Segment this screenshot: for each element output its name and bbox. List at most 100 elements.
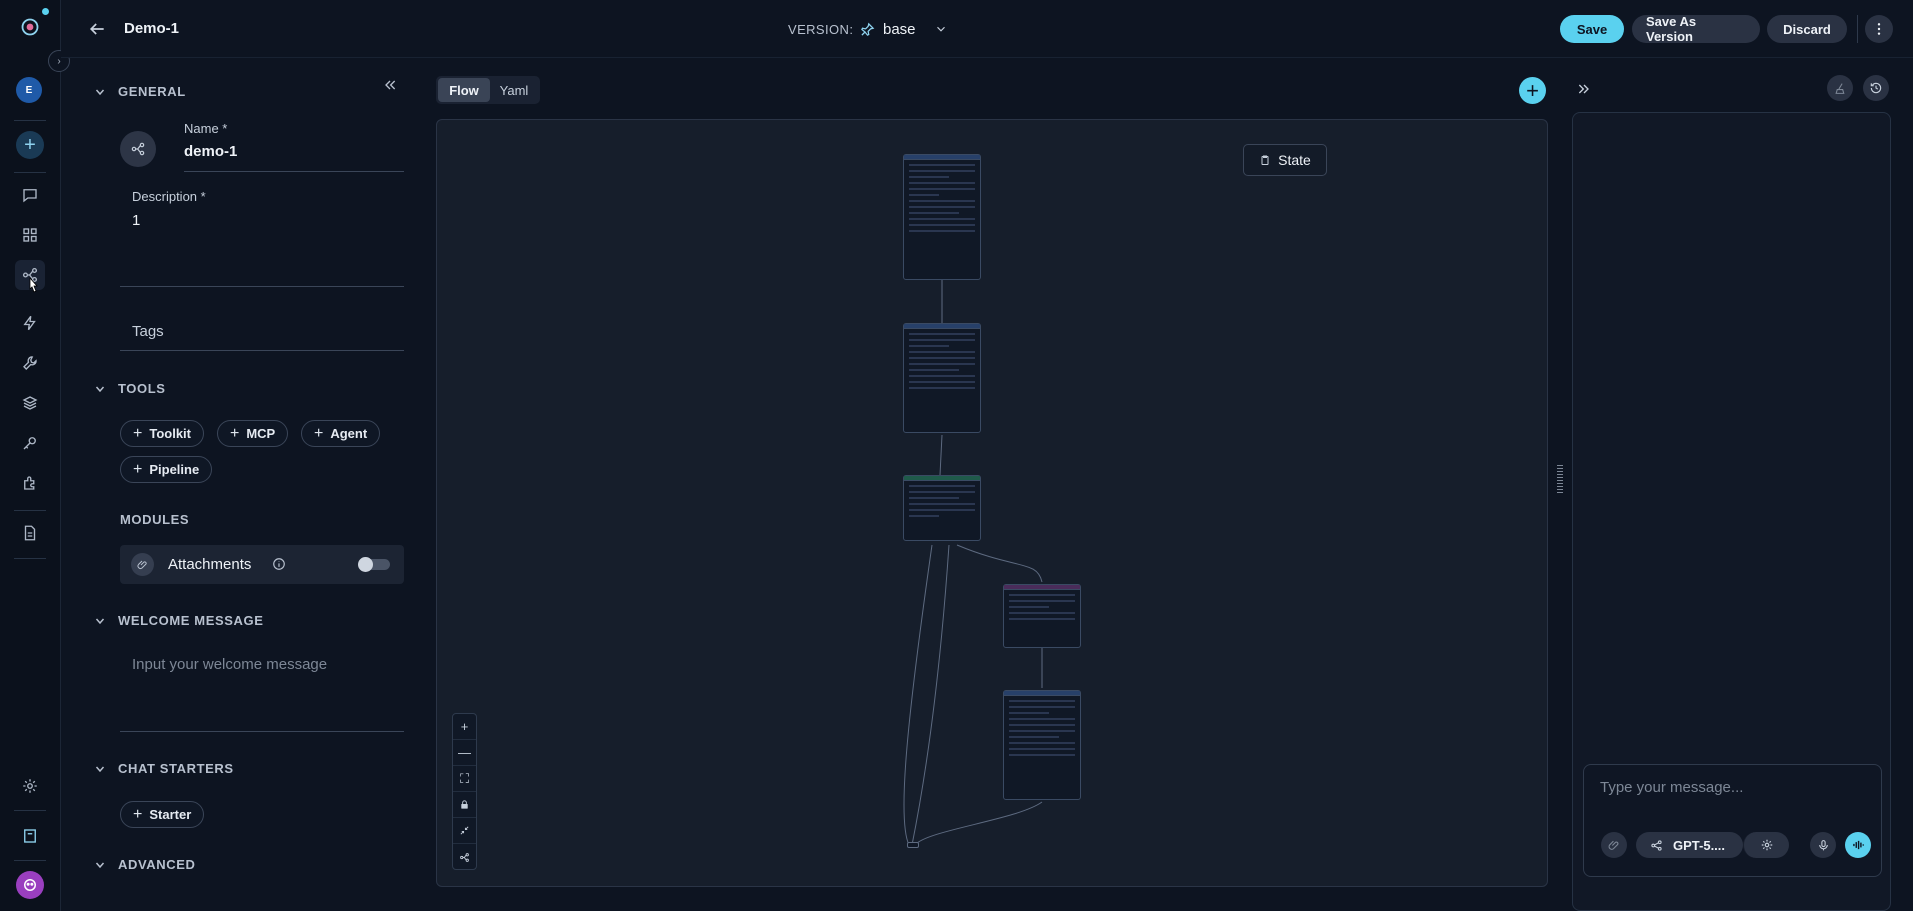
voice-mode-icon[interactable] [1845,832,1871,858]
tools-section-header[interactable]: TOOLS [94,381,166,396]
state-button-label: State [1278,152,1311,168]
chat-icon[interactable] [15,180,45,210]
welcome-section-title: WELCOME MESSAGE [118,613,264,628]
flow-node[interactable] [1003,584,1081,648]
attachments-label: Attachments [168,556,252,573]
flow-node[interactable] [903,475,981,541]
name-label: Name * [184,121,228,136]
tab-flow[interactable]: Flow [438,78,490,102]
state-button[interactable]: State [1243,144,1327,176]
chat-starters-section-title: CHAT STARTERS [118,761,234,776]
model-selector[interactable]: GPT-5.... [1636,832,1743,858]
info-icon[interactable] [272,557,286,571]
page-title: Demo-1 [124,20,180,37]
book-icon[interactable] [15,821,45,851]
version-label: VERSION: [788,22,854,37]
modules-section-title: MODULES [120,512,190,527]
top-header: Demo-1 VERSION: base Save Save As Versio… [61,0,1913,58]
chevron-down-icon [934,22,948,36]
grid-icon[interactable] [15,220,45,250]
add-mcp-button[interactable]: +MCP [217,420,289,447]
model-settings-icon[interactable] [1743,832,1789,858]
wrench-icon[interactable] [15,348,45,378]
add-toolkit-button[interactable]: +Toolkit [120,420,204,447]
lock-icon[interactable] [453,792,476,818]
bot-icon[interactable] [16,871,44,899]
avatar[interactable]: E [16,77,42,103]
welcome-section-header[interactable]: WELCOME MESSAGE [94,613,264,628]
fit-view-icon[interactable]: ⛶ [453,766,476,792]
layers-icon[interactable] [15,388,45,418]
model-name: GPT-5.... [1673,837,1726,853]
general-section-title: GENERAL [118,84,186,99]
cursor-icon [27,276,41,295]
zoom-in-icon[interactable]: + [453,714,476,740]
plus-icon[interactable]: + [16,131,44,159]
expand-panel-icon[interactable] [1576,81,1592,97]
share-icon [1651,839,1662,851]
collapse-icon[interactable] [453,818,476,844]
version-value: base [883,20,916,38]
flow-node[interactable] [1003,690,1081,800]
tools-section-title: TOOLS [118,381,166,396]
attach-icon[interactable] [1601,832,1627,858]
collapse-panel-icon[interactable] [382,77,398,93]
chat-message-input[interactable]: Type your message... [1600,779,1744,796]
back-arrow-icon[interactable] [87,19,107,39]
name-underline [184,171,404,172]
chevron-down-icon [95,766,105,772]
rail-divider [14,120,46,121]
add-node-button[interactable]: + [1519,77,1546,104]
flow-canvas[interactable]: State + — ⛶ [436,119,1548,887]
notification-dot [42,8,49,15]
more-options-icon[interactable] [1865,15,1893,43]
flow-node[interactable] [903,154,981,280]
save-button[interactable]: Save [1560,15,1624,43]
plus-icon: + [133,805,143,823]
microphone-icon[interactable] [1810,832,1836,858]
add-agent-button[interactable]: +Agent [301,420,381,447]
description-input[interactable]: 1 [132,212,141,229]
flow-node[interactable] [903,323,981,433]
general-section-header[interactable]: GENERAL [94,84,186,99]
key-icon[interactable] [15,428,45,458]
chat-starters-section-header[interactable]: CHAT STARTERS [94,761,234,776]
add-mcp-label: MCP [246,426,276,441]
file-icon[interactable] [15,518,45,548]
name-input[interactable]: demo-1 [184,143,238,160]
welcome-message-input[interactable]: Input your welcome message [132,656,328,673]
tags-input[interactable]: Tags [132,323,164,340]
attachments-toggle[interactable] [358,557,390,572]
flow-edges [903,280,1043,846]
settings-icon[interactable] [15,771,45,801]
advanced-section-header[interactable]: ADVANCED [94,857,196,872]
clipboard-icon [1261,155,1269,165]
resize-handle[interactable] [1557,465,1563,495]
tab-yaml[interactable]: Yaml [499,82,529,98]
add-toolkit-label: Toolkit [149,426,191,441]
version-select[interactable]: base [860,18,948,40]
flow-icon[interactable] [120,131,156,167]
header-divider [1857,15,1858,43]
rail-divider [14,558,46,559]
layout-icon[interactable] [453,844,476,870]
lightning-icon[interactable] [15,308,45,338]
rail-divider [14,810,46,811]
rail-divider [14,860,46,861]
rail-divider [14,172,46,173]
history-icon[interactable] [1863,75,1889,101]
clear-chat-icon[interactable] [1827,75,1853,101]
logo-icon[interactable] [15,12,45,42]
discard-button[interactable]: Discard [1767,15,1847,43]
add-pipeline-button[interactable]: + Pipeline [120,456,213,483]
zoom-out-icon[interactable]: — [453,740,476,766]
add-starter-button[interactable]: +Starter [120,801,205,828]
plus-icon: + [133,460,143,478]
add-agent-label: Agent [330,426,368,441]
end-node[interactable] [907,842,919,848]
add-pipeline-label: Pipeline [149,462,200,477]
puzzle-icon[interactable] [15,468,45,498]
advanced-section-title: ADVANCED [118,857,196,872]
welcome-underline [120,731,404,732]
save-as-version-button[interactable]: Save As Version [1632,14,1760,44]
